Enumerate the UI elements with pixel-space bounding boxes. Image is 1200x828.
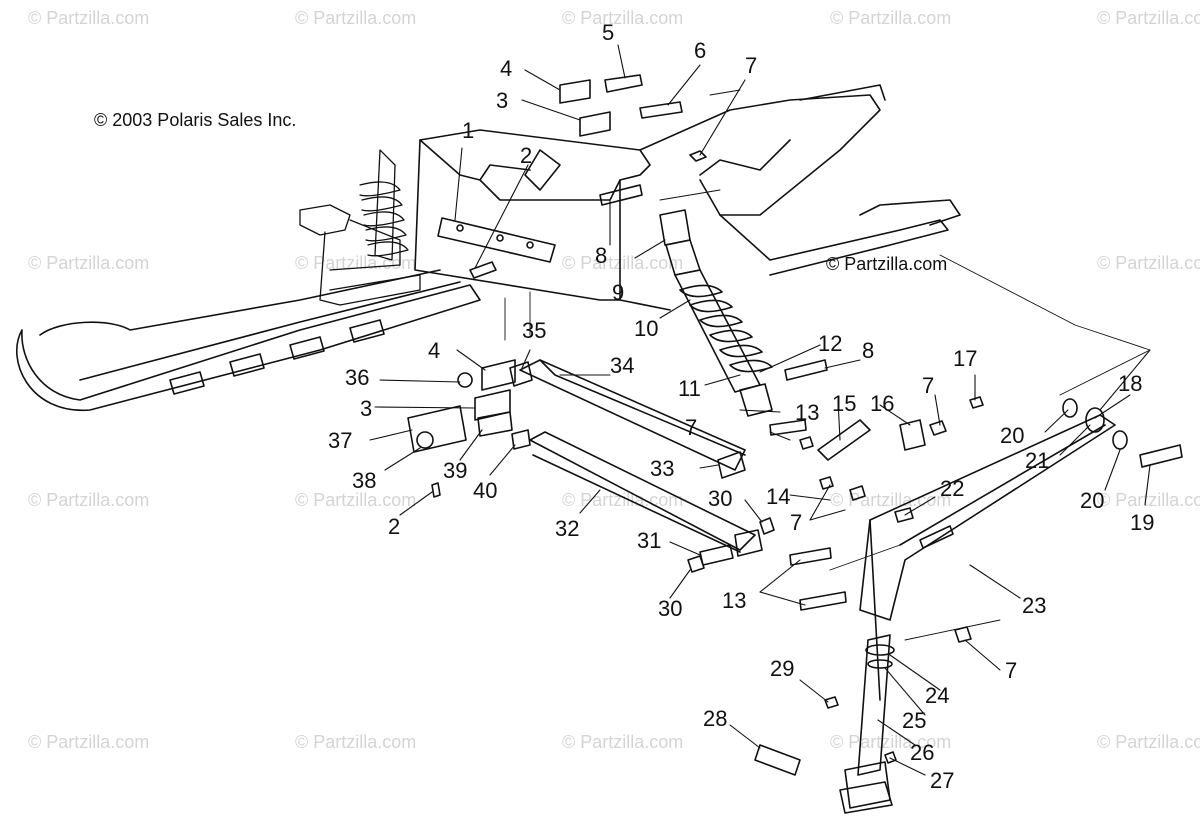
callout: 17 [953,346,978,371]
part-23-radius-rod [859,414,1116,621]
part-19-bolt [1139,444,1183,468]
part-4-top-plate [559,79,591,104]
callout: 32 [555,516,580,541]
callout: 15 [832,391,857,416]
callout: 23 [1022,593,1047,618]
callout: 9 [612,280,625,305]
callout: 3 [360,396,373,421]
callout: 33 [650,456,675,481]
ski [16,284,481,411]
part-32-lower-arm [529,431,756,551]
callout: 20 [1080,488,1105,513]
watermark: © Partzilla.com [1097,732,1200,752]
spindle-assembly [839,519,897,814]
callout: 40 [473,478,498,503]
part-37-plate [407,405,467,453]
callout: 12 [818,331,843,356]
callout: 16 [870,391,895,416]
part-15-link [817,419,871,461]
callout: 30 [708,486,733,511]
partzilla-watermark: © Partzilla.com [826,254,948,274]
bulkhead-frame [414,84,961,311]
part-3-top-plate [579,111,611,137]
callout: 28 [703,706,728,731]
callout: 19 [1130,510,1155,535]
callout: 4 [428,338,441,363]
callout: 11 [678,376,701,401]
callout: 24 [925,683,950,708]
callout: 34 [610,353,635,378]
callout: 7 [1005,658,1018,683]
callout: 3 [496,88,509,113]
callout: 38 [352,468,377,493]
watermark: © Partzilla.com [1097,253,1200,273]
callout: 36 [345,365,370,390]
callout: 21 [1025,448,1050,473]
shock-absorber [659,209,773,417]
callout: 13 [722,588,747,613]
watermark: © Partzilla.com [28,732,150,752]
part-1-plate [437,217,556,263]
part-6-bolt [639,101,683,119]
callout: 8 [595,243,608,268]
callout: 2 [388,514,401,539]
callout: 2 [520,143,533,168]
watermark: © Partzilla.com [28,253,150,273]
callout: 13 [795,400,820,425]
watermark: © Partzilla.com [562,8,684,28]
watermark: © Partzilla.com [562,732,684,752]
watermark: © Partzilla.com [295,732,417,752]
watermark: © Partzilla.com [28,490,150,510]
part-34-upper-arm [519,359,746,471]
callout: 26 [910,740,935,765]
watermark: © Partzilla.com [562,253,684,273]
watermark: © Partzilla.com [28,8,150,28]
part-4-plate [481,359,516,391]
callout: 7 [745,53,758,78]
callout: 25 [902,708,927,733]
callout: 20 [1000,423,1025,448]
part-28-tube [754,744,801,776]
callout: 6 [694,38,707,63]
callout: 14 [766,484,791,509]
background-spindle-assembly [299,149,421,306]
part-5-bolt [604,74,643,93]
callout: 22 [940,476,965,501]
watermark: © Partzilla.com [1097,490,1200,510]
callout: 7 [685,415,698,440]
watermark: © Partzilla.com [1097,8,1200,28]
callout: 10 [634,316,659,341]
callout: 8 [862,338,875,363]
callout: 31 [637,528,662,553]
callout: 5 [602,20,615,45]
callout: 37 [328,428,353,453]
watermark: © Partzilla.com [830,8,952,28]
callout: 18 [1118,371,1143,396]
part-8-bolt-top [599,184,643,206]
callout: 4 [500,56,513,81]
watermark: © Partzilla.com [295,490,417,510]
callout: 35 [522,318,547,343]
callout: 7 [922,373,935,398]
callout: 7 [790,510,803,535]
watermark: © Partzilla.com [295,8,417,28]
callout: 1 [462,118,475,143]
copyright-notice: © 2003 Polaris Sales Inc. [94,110,297,130]
callout: 30 [658,596,683,621]
callout: 39 [443,458,468,483]
callout: 27 [930,768,955,793]
callout: 29 [770,656,795,681]
